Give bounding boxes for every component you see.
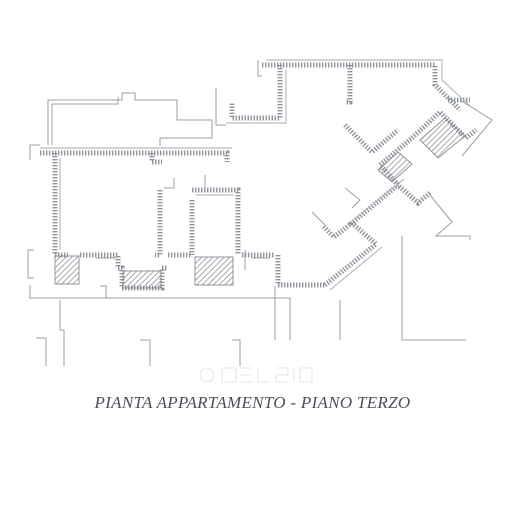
- inner-wall-lines: [40, 59, 471, 291]
- plan-caption: PIANTA APPARTAMENTO - PIANO TERZO: [94, 393, 411, 412]
- apartment-walls: [40, 62, 478, 291]
- building-perimeter: [27, 60, 493, 366]
- hatched-pillars: [54, 117, 466, 289]
- watermark-logo: [199, 367, 313, 383]
- upper-left-outline: [47, 92, 213, 146]
